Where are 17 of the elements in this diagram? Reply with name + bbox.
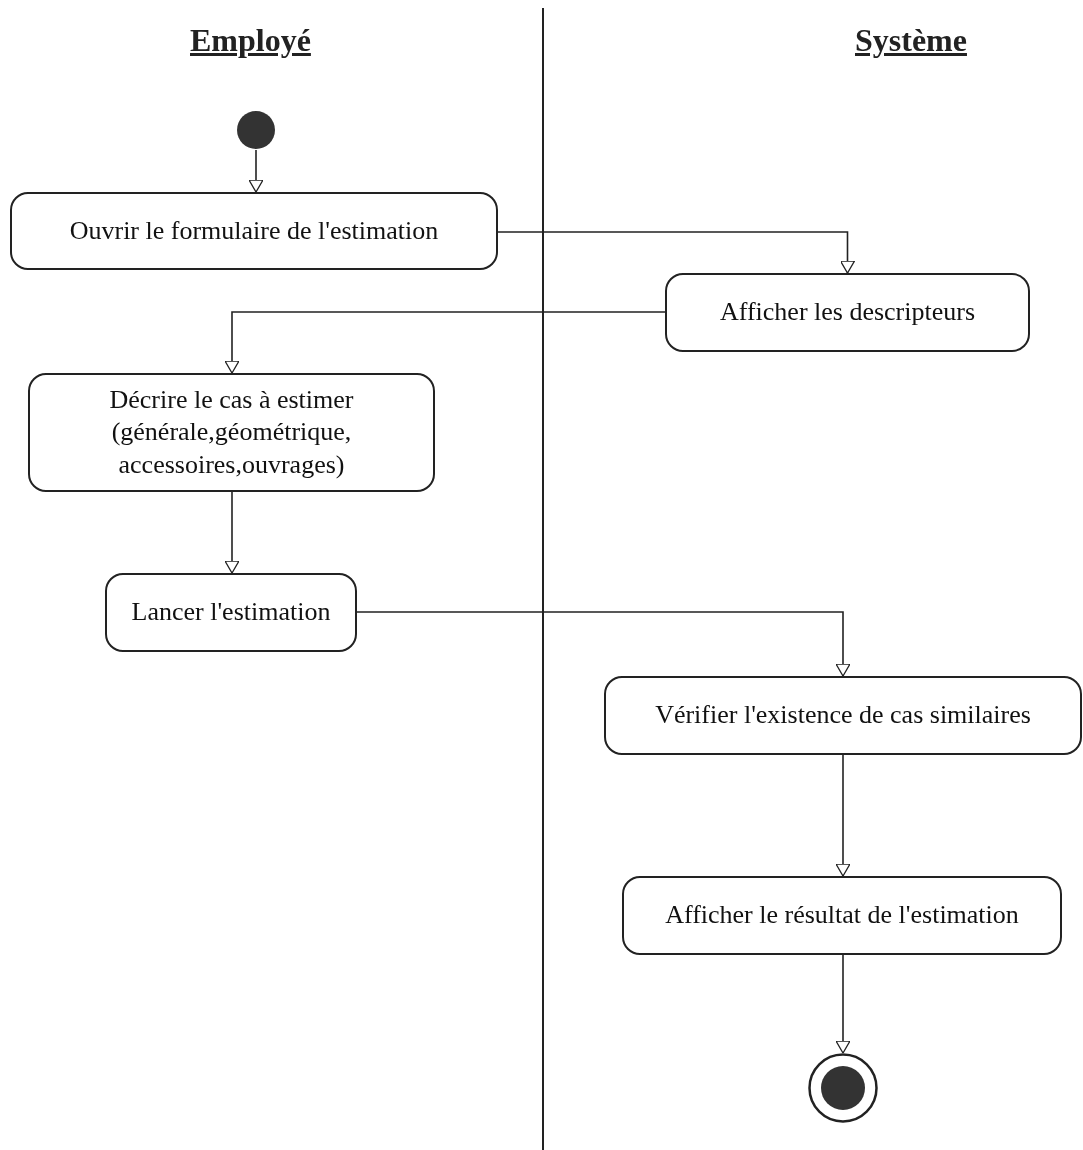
action-box: Afficher les descripteurs: [665, 273, 1030, 352]
action-box: Lancer l'estimation: [105, 573, 357, 652]
action-box: Afficher le résultat de l'estimation: [622, 876, 1062, 955]
end-node: [808, 1053, 878, 1123]
start-node: [236, 110, 276, 150]
control-flow-arrow: [497, 231, 856, 274]
control-flow-arrow: [835, 754, 851, 877]
control-flow-arrow: [356, 611, 851, 677]
action-box: Décrire le cas à estimer (générale,géométrique, accessoires,ouvrages): [28, 373, 435, 492]
action-box: Ouvrir le formulaire de l'estimation: [10, 192, 498, 270]
lane-heading: Système: [855, 22, 967, 59]
lane-heading: Employé: [190, 22, 311, 59]
control-flow-arrow: [835, 954, 851, 1054]
control-flow-arrow: [224, 311, 666, 374]
action-box: Vérifier l'existence de cas similaires: [604, 676, 1082, 755]
control-flow-arrow: [248, 149, 264, 193]
control-flow-arrow: [224, 491, 240, 574]
